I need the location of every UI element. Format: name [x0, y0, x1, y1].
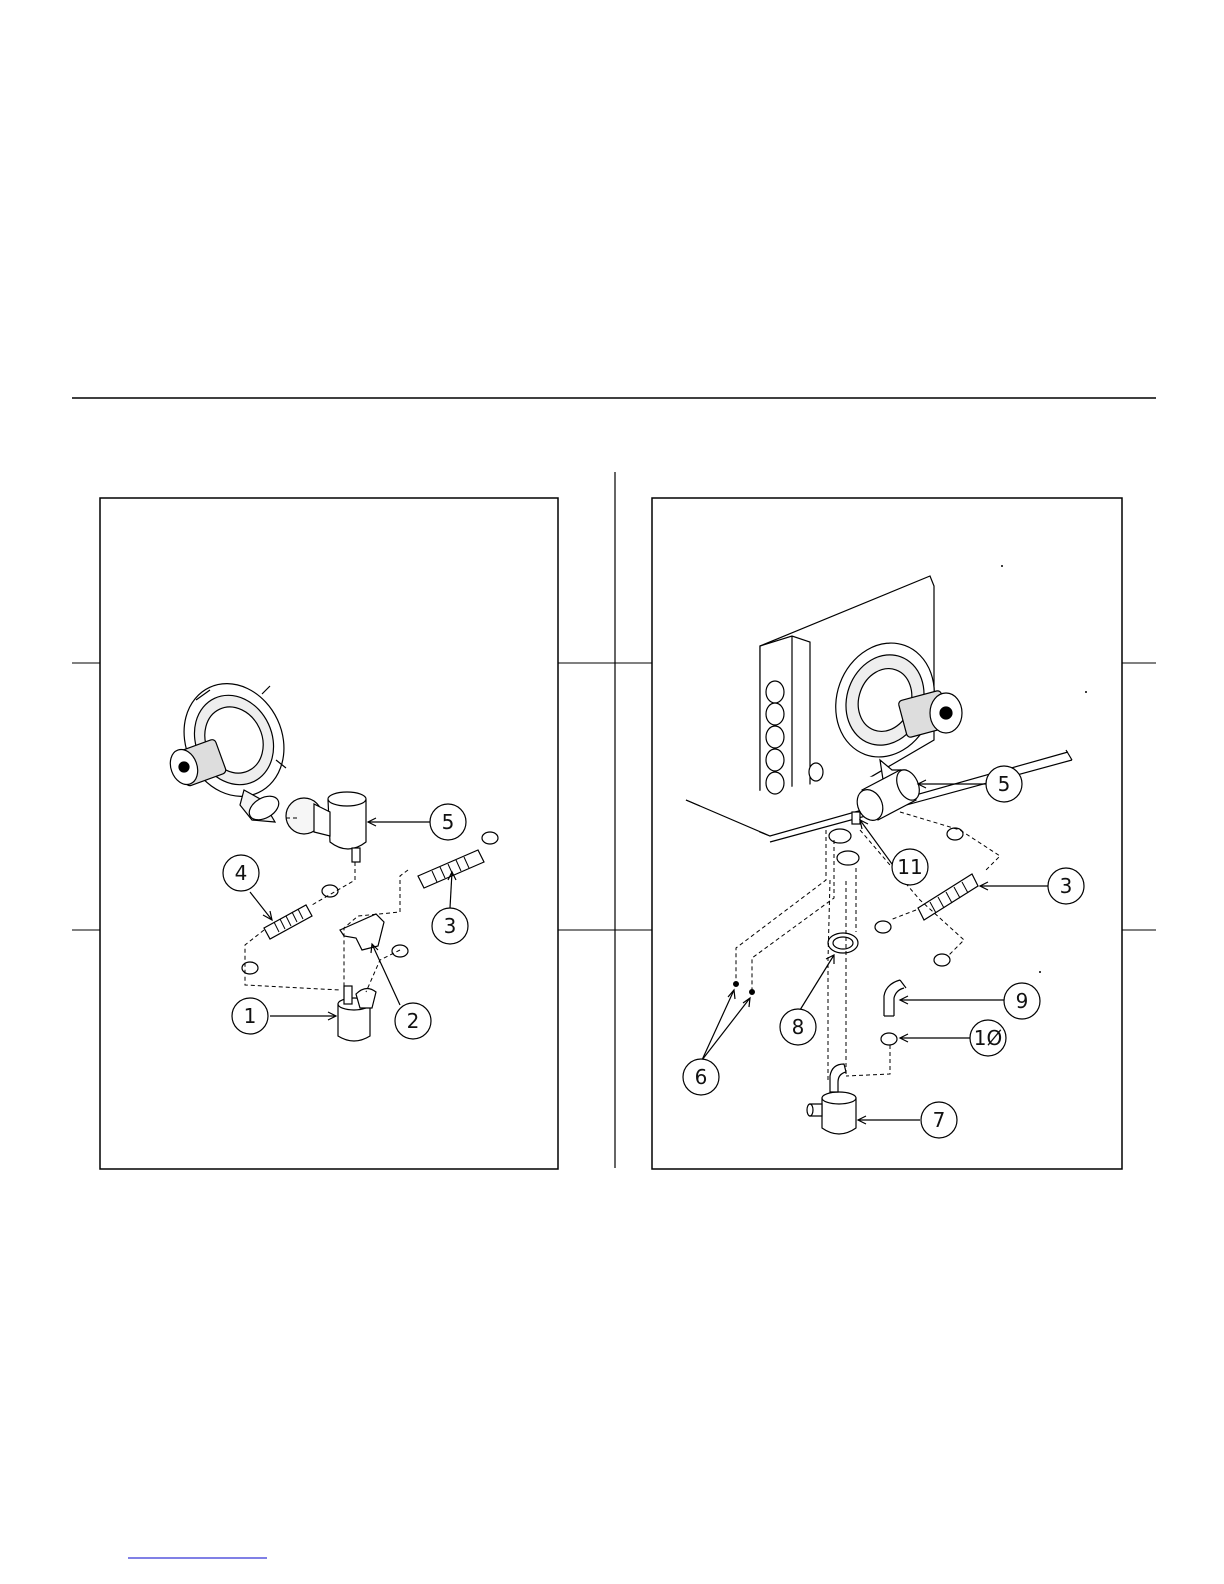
callout-2-left: 2 — [395, 1003, 431, 1039]
svg-text:3: 3 — [1060, 874, 1073, 898]
assembly-lines-left — [245, 818, 408, 992]
svg-text:11: 11 — [897, 855, 922, 879]
drain-hose-4 — [264, 905, 312, 939]
callout-5-right: 5 — [986, 766, 1022, 802]
svg-text:9: 9 — [1016, 989, 1029, 1013]
callout-11-right: 11 — [892, 849, 928, 885]
drain-hose-3-right — [918, 874, 978, 920]
svg-text:2: 2 — [407, 1009, 420, 1033]
hose-clamps-left — [242, 832, 498, 974]
condensate-trap-1 — [338, 986, 376, 1041]
drain-tee-left — [286, 792, 366, 862]
condensate-trap-7 — [807, 1064, 856, 1134]
svg-text:5: 5 — [442, 810, 455, 834]
mounting-bracket-2 — [340, 914, 384, 950]
callout-6-right: 6 — [683, 1059, 719, 1095]
callout-5-left: 5 — [430, 804, 466, 840]
leader-lines-right — [702, 780, 1048, 1124]
screws-6 — [734, 982, 755, 995]
callout-4-left: 4 — [223, 855, 259, 891]
callout-8-right: 8 — [780, 1009, 816, 1045]
callout-7-right: 7 — [921, 1102, 957, 1138]
callout-3-left: 3 — [432, 908, 468, 944]
svg-text:7: 7 — [933, 1108, 946, 1132]
svg-text:1Ø: 1Ø — [974, 1026, 1002, 1050]
inducer-blower-left — [166, 667, 302, 825]
svg-text:8: 8 — [792, 1015, 805, 1039]
svg-text:3: 3 — [444, 914, 457, 938]
svg-text:5: 5 — [998, 772, 1011, 796]
callout-3-right: 3 — [1048, 868, 1084, 904]
assembly-lines-right — [736, 812, 1000, 1080]
svg-text:1: 1 — [244, 1004, 257, 1028]
callout-9-right: 9 — [1004, 983, 1040, 1019]
callout-10-right: 1Ø — [970, 1020, 1006, 1056]
gasket-8 — [828, 933, 858, 953]
svg-text:6: 6 — [695, 1065, 708, 1089]
callout-1-left: 1 — [232, 998, 268, 1034]
svg-text:4: 4 — [235, 861, 248, 885]
